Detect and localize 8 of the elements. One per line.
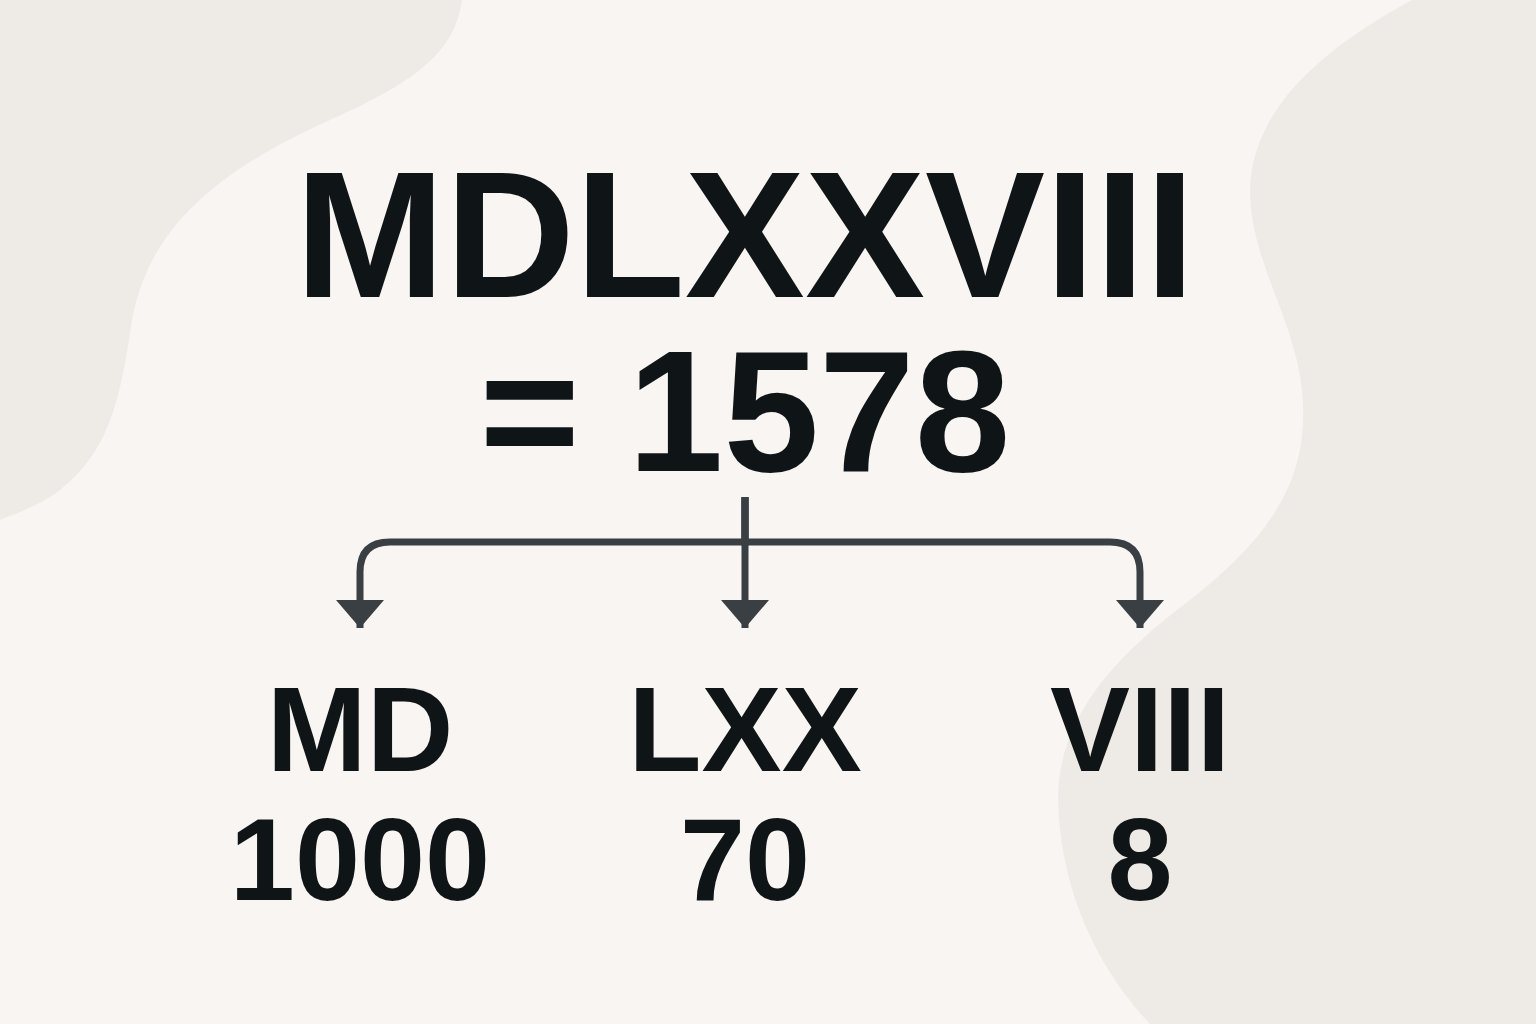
number-text: 1000 [229, 801, 491, 918]
number-text: 70 [679, 801, 811, 918]
roman-numeral-text: MDLXXVIII [294, 145, 1196, 325]
roman-numeral-text: MD [266, 669, 454, 789]
equation-text: = 1578 [479, 325, 1011, 497]
roman-numeral-text: LXX [628, 669, 862, 789]
roman-numeral-text: VIII [1049, 669, 1231, 789]
number-text: 8 [1107, 801, 1173, 918]
